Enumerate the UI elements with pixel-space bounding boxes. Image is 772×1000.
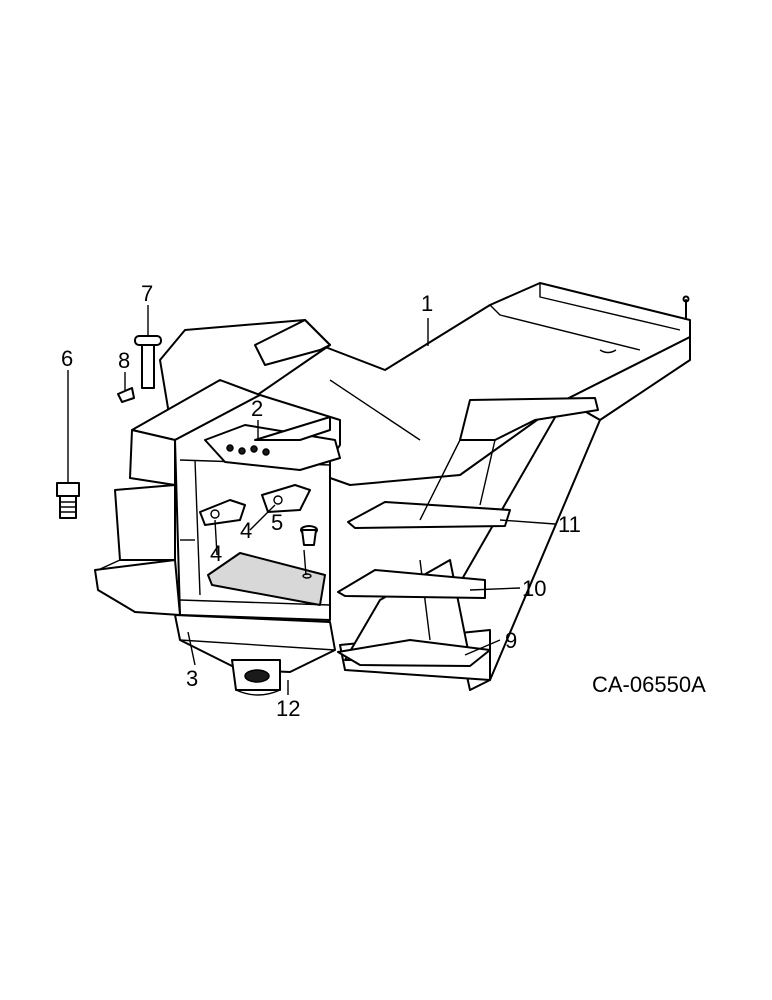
bolt-6	[56, 482, 80, 519]
callout-12: 12	[276, 696, 300, 721]
callout-9: 9	[505, 628, 517, 653]
callout-4a: 4	[210, 541, 222, 566]
callout-7: 7	[141, 281, 153, 306]
main-frame	[94, 282, 691, 696]
callout-10: 10	[522, 576, 546, 601]
clip-8	[117, 387, 135, 403]
bolt-5	[300, 525, 318, 579]
callout-labels: 1 2 3 4 4 5 6 7 8 9 10 11 12	[61, 281, 581, 721]
callout-2: 2	[251, 396, 263, 421]
callout-4b: 4	[240, 518, 252, 543]
pin-7	[134, 335, 162, 389]
leader-lines	[67, 305, 556, 695]
callout-11: 11	[558, 512, 581, 537]
callout-8: 8	[118, 348, 130, 373]
callout-5: 5	[271, 510, 283, 535]
callout-3: 3	[186, 666, 198, 691]
callout-6: 6	[61, 346, 73, 371]
callout-1: 1	[421, 291, 433, 316]
drawing-code: CA-06550A	[592, 672, 706, 697]
